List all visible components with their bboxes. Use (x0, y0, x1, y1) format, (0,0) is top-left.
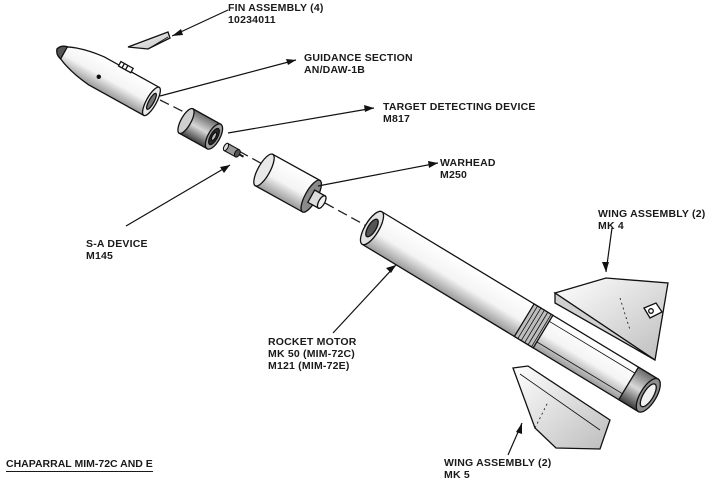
label-sa-device: S-A DEVICE M145 (86, 238, 148, 262)
warhead-name: WARHEAD (440, 157, 496, 169)
guidance-section-name: GUIDANCE SECTION (304, 52, 413, 64)
leader-lines (125, 9, 613, 456)
fin-assembly-name: FIN ASSEMBLY (4) (228, 2, 324, 14)
sa-device (222, 143, 245, 161)
wing-assembly-mk4-part-number: MK 4 (598, 220, 624, 232)
leader-arrowheads (172, 29, 609, 434)
rocket-motor-name: ROCKET MOTOR (268, 336, 357, 348)
warhead-part-number: M250 (440, 169, 468, 181)
figure-caption: CHAPARRAL MIM-72C AND E (6, 458, 153, 472)
label-warhead: WARHEAD M250 (440, 157, 496, 181)
wing-assembly-mk4 (555, 278, 668, 360)
fin-assembly (128, 32, 170, 49)
target-detecting-device-part-number: M817 (383, 113, 411, 125)
rocket-motor (356, 208, 665, 416)
warhead (250, 151, 333, 219)
label-guidance-section: GUIDANCE SECTION AN/DAW-1B (304, 52, 413, 76)
rocket-motor-m121: M121 (MIM-72E) (268, 360, 350, 372)
sa-device-part-number: M145 (86, 250, 114, 262)
label-rocket-motor: ROCKET MOTOR MK 50 (MIM-72C) M121 (MIM-7… (268, 336, 357, 372)
guidance-section (49, 32, 165, 118)
wing-assembly-mk5 (513, 366, 610, 449)
rocket-motor-mk50: MK 50 (MIM-72C) (268, 348, 356, 360)
label-fin-assembly: FIN ASSEMBLY (4) 10234011 (228, 2, 324, 26)
fin-assembly-part-number: 10234011 (228, 14, 276, 26)
wing-assembly-mk4-name: WING ASSEMBLY (2) (598, 208, 706, 220)
target-detecting-device (175, 106, 226, 151)
wing-assembly-mk5-part-number: MK 5 (444, 469, 470, 481)
label-target-detecting-device: TARGET DETECTING DEVICE M817 (383, 101, 536, 125)
label-wing-assembly-mk5: WING ASSEMBLY (2) MK 5 (444, 457, 551, 481)
sa-device-name: S-A DEVICE (86, 238, 148, 250)
wing-assembly-mk5-name: WING ASSEMBLY (2) (444, 457, 552, 469)
label-wing-assembly-mk4: WING ASSEMBLY (2) MK 4 (598, 208, 705, 232)
guidance-section-part-number: AN/DAW-1B (304, 64, 366, 76)
target-detecting-device-name: TARGET DETECTING DEVICE (383, 101, 536, 113)
